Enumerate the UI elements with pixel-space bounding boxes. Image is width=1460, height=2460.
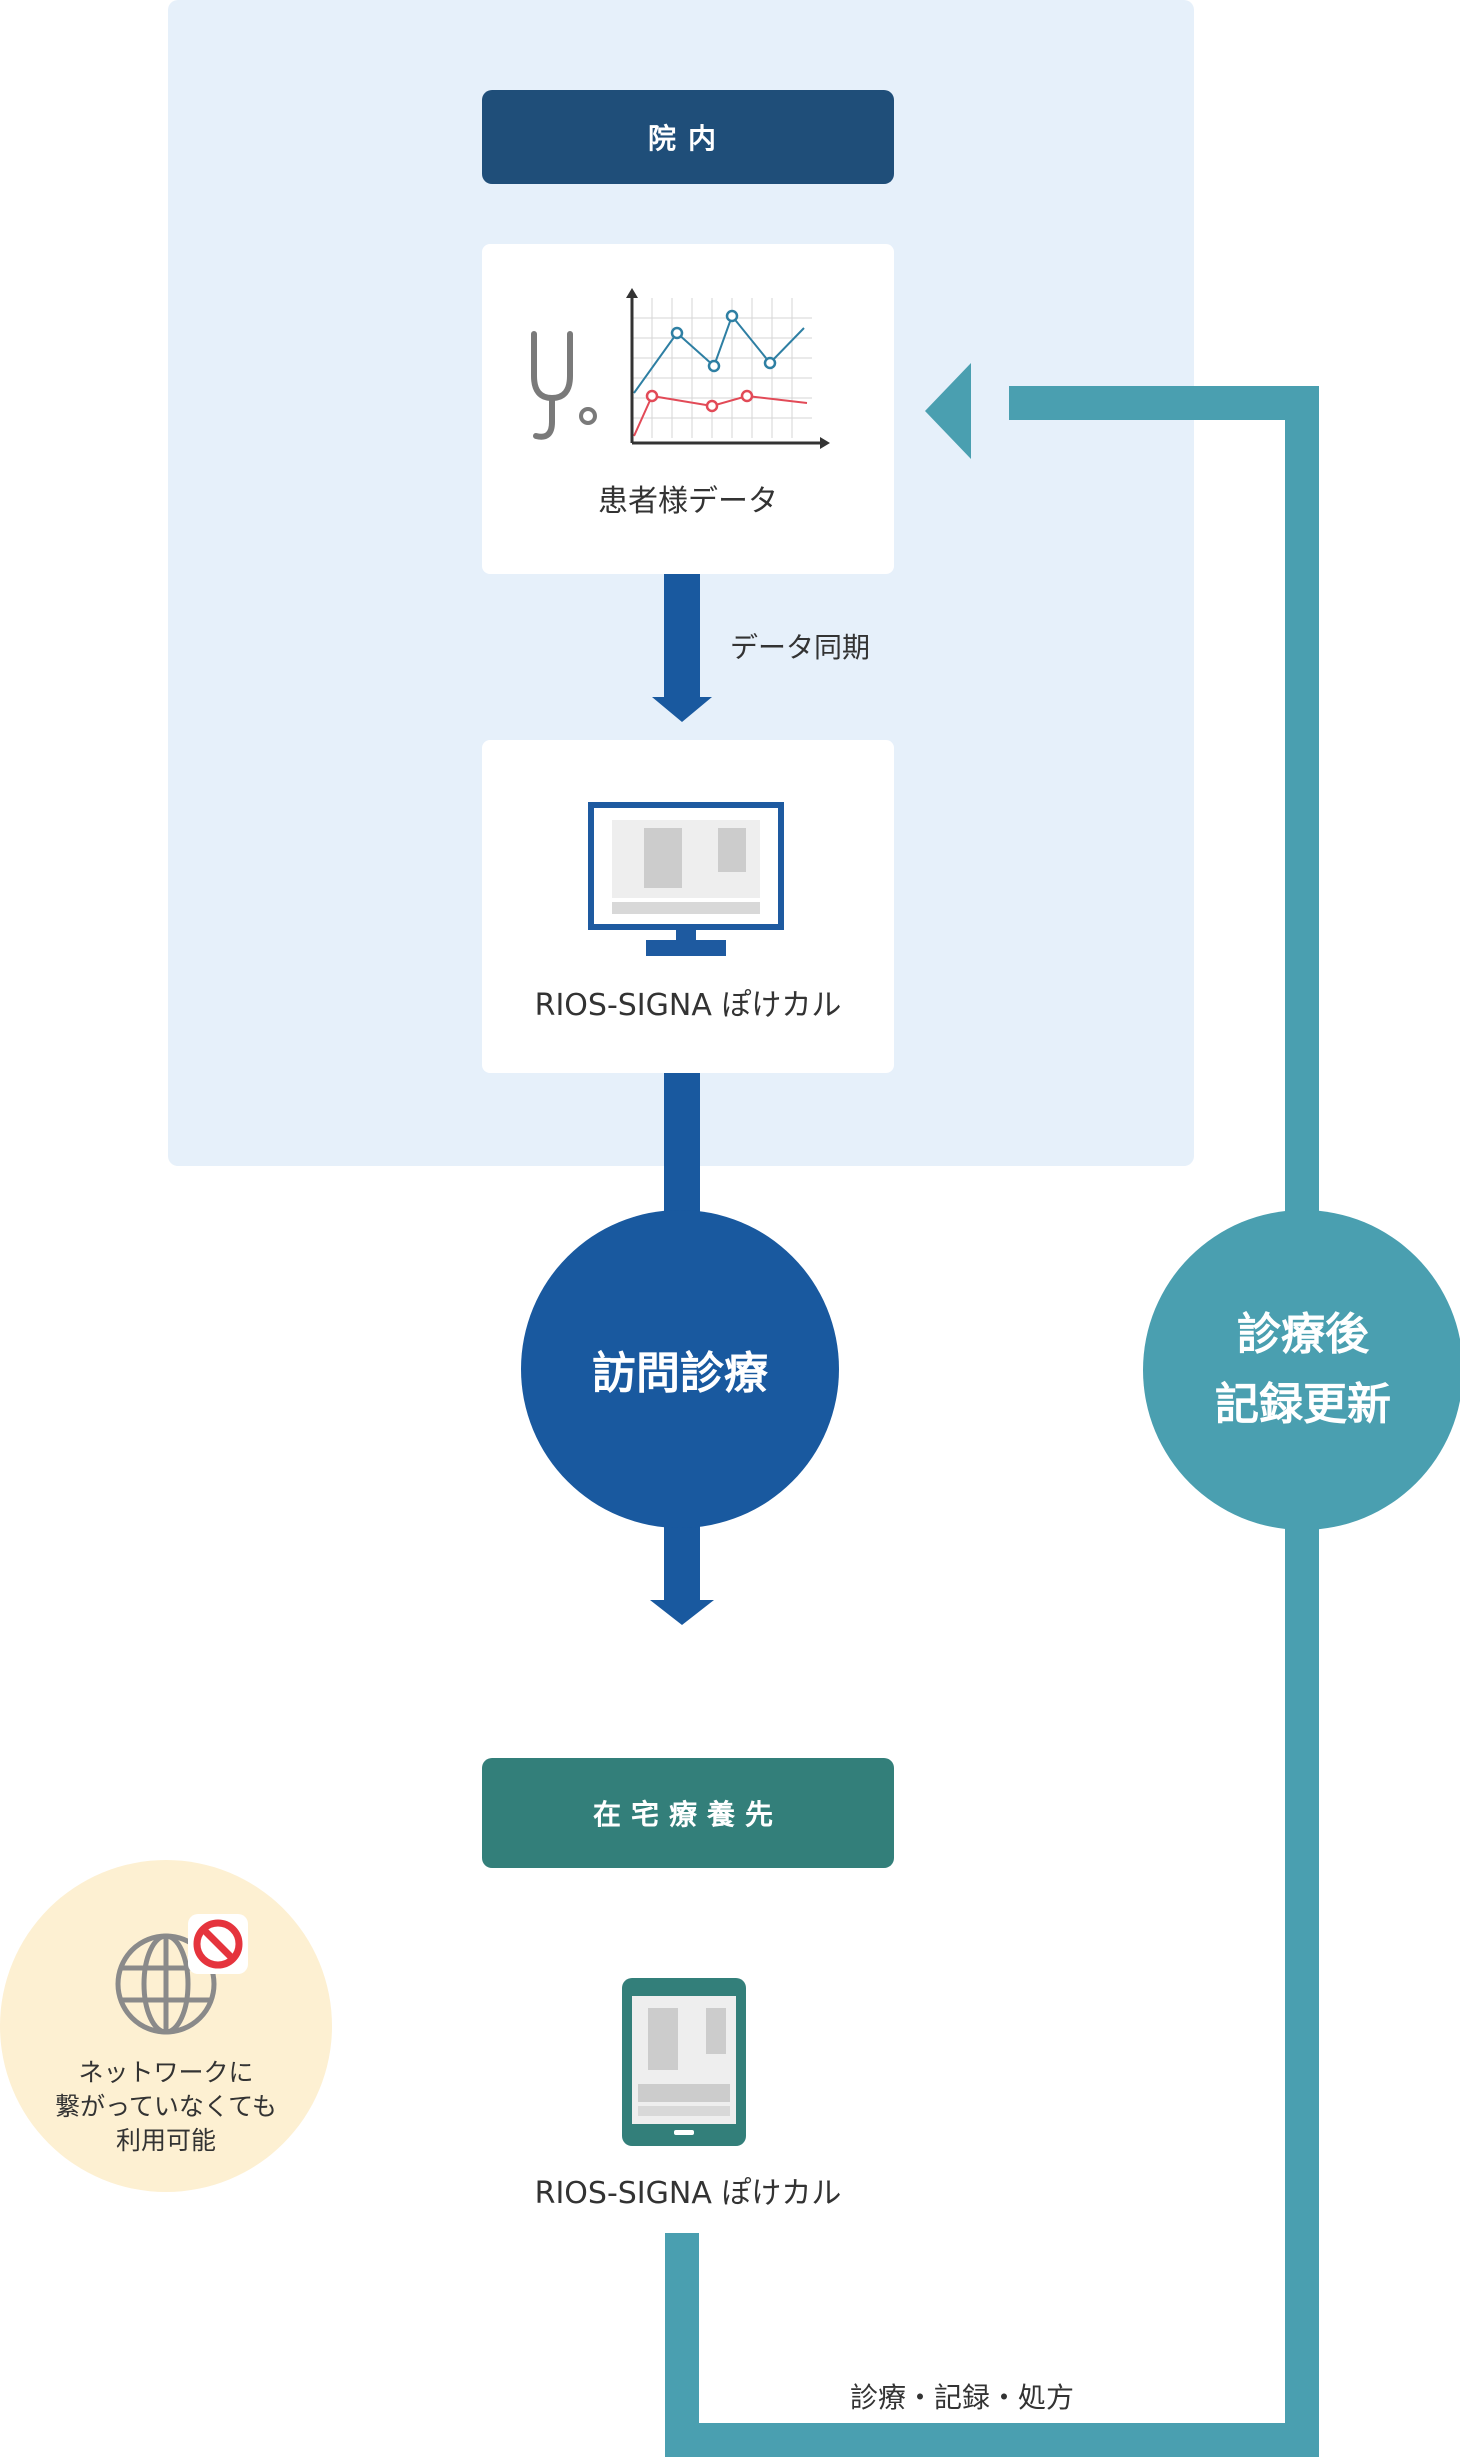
visit-label: 訪問診療 bbox=[592, 1348, 768, 1399]
hospital-label: 院内 bbox=[482, 90, 894, 184]
sync-arrow-shaft bbox=[664, 551, 700, 699]
sync-label: データ同期 bbox=[730, 631, 871, 664]
update-node: 診療後 記録更新 bbox=[1143, 1210, 1460, 1530]
home-label: 在宅療養先 bbox=[482, 1758, 894, 1868]
update-label-line2: 記録更新 bbox=[1215, 1379, 1391, 1430]
offline-note: ネットワークに 繋がっていなくても 利用可能 bbox=[0, 1860, 332, 2192]
rios-tablet-label: RIOS-SIGNA ぽけカル bbox=[534, 2176, 842, 2211]
visit-arrow-head bbox=[650, 1600, 714, 1625]
stethoscope-icon bbox=[531, 331, 597, 440]
line-chart-icon bbox=[626, 288, 830, 449]
offline-line1: ネットワークに bbox=[78, 2058, 254, 2087]
update-arrow-head bbox=[925, 363, 971, 459]
update-flow-line bbox=[665, 386, 1319, 2457]
patient-data-label: 患者様データ bbox=[598, 484, 778, 519]
globe-icon bbox=[115, 1933, 217, 2035]
rios-pc-card: RIOS-SIGNA ぽけカル bbox=[482, 740, 894, 1073]
tablet-icon bbox=[622, 1978, 746, 2146]
offline-line2: 繋がっていなくても bbox=[55, 2092, 277, 2121]
update-label-line1: 診療後 bbox=[1237, 1308, 1369, 1360]
rios-pc-label: RIOS-SIGNA ぽけカル bbox=[534, 988, 842, 1023]
monitor-icon bbox=[588, 802, 784, 956]
offline-line3: 利用可能 bbox=[115, 2126, 216, 2155]
sync-arrow-head bbox=[652, 697, 712, 722]
patient-data-card: 患者様データ bbox=[482, 244, 894, 574]
visit-node: 訪問診療 bbox=[521, 1210, 839, 1528]
bottom-flow-label: 診療・記録・処方 bbox=[850, 2381, 1075, 2414]
prohibited-icon bbox=[188, 1914, 248, 1974]
